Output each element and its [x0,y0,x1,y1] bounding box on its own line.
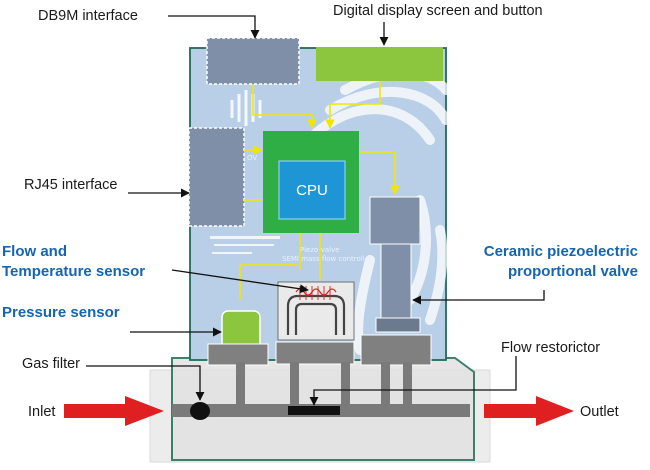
cpu-label: CPU [296,182,328,199]
signal-lines [239,82,400,300]
flow-temp-label-line-1: Flow and [2,243,67,260]
brand-logo-letters: OV [247,154,257,162]
display-label: Digital display screen and button [333,3,543,19]
pressure-label: Pressure sensor [2,304,120,321]
ceramic-valve [360,196,432,366]
cpu-chip [278,160,346,220]
flow-temperature-sensor [275,281,355,365]
flow-temp-label-line-2: Temperature sensor [2,263,145,280]
ceramic-label-line-2: proportional valve [508,263,638,280]
flow-restrictor-element [288,406,340,415]
gas-filter-label: Gas filter [22,356,80,372]
db9m-connector [206,37,300,85]
display-panel [316,47,443,81]
leader-lines [86,15,545,406]
dotted-pattern [210,236,280,254]
outlet-arrow [484,396,574,426]
db9m-label: DB9M interface [38,8,138,24]
flow-restrictor-label: Flow restorictor [501,340,600,356]
inlet-label: Inlet [28,404,55,420]
pressure-sensor [207,310,269,366]
rj45-label: RJ45 interface [24,177,118,193]
gas-filter-element [190,402,210,420]
brand-line-2: SEMI mass flow controller [282,255,372,263]
inlet-arrow [64,396,164,426]
outlet-label: Outlet [580,404,619,420]
rj45-connector [188,127,245,227]
ceramic-label-line-1: Ceramic piezoelectric [484,243,638,260]
